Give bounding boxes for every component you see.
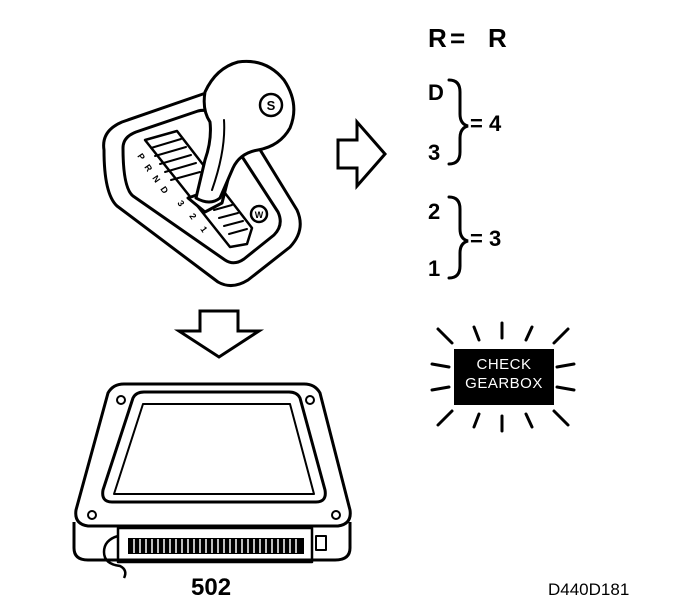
equals-sign: = (450, 23, 466, 53)
selector-base-inner (121, 108, 282, 265)
gear-1-label: 1 (428, 256, 441, 281)
control-module (72, 382, 352, 579)
gate-letter: 2 (187, 211, 198, 221)
gate-letter: N (150, 173, 162, 184)
screw-icon (87, 510, 97, 520)
warning-line1: CHECK (476, 356, 532, 373)
gate-letter: P (135, 151, 147, 162)
figure-code: D440D181 (548, 580, 630, 599)
group1-result: = 4 (470, 111, 502, 136)
button-letter: W (255, 210, 264, 220)
selector-button (249, 204, 269, 224)
screw-icon (116, 395, 126, 405)
gate-letters: P R N D 3 2 1 (135, 151, 209, 234)
module-connector-frame (116, 526, 314, 564)
module-connector-cable (102, 534, 127, 579)
module-lid (101, 390, 327, 504)
warning-line2: GEARBOX (465, 375, 543, 392)
selector-knob (194, 59, 296, 204)
brace-group1 (447, 78, 469, 166)
gear-3-label: 3 (428, 140, 441, 165)
selector-knob-shade (211, 119, 226, 191)
warning-light-rays (430, 321, 576, 433)
group2-result: = 3 (470, 226, 502, 251)
screw-icon (305, 395, 315, 405)
module-connector-tab (315, 535, 327, 551)
module-housing (74, 382, 352, 528)
reverse-right-label: R (488, 23, 507, 53)
gear-selector (102, 59, 302, 287)
knob-s-circle (258, 92, 284, 118)
gear-2-label: 2 (428, 199, 441, 224)
gate-letter: 3 (175, 198, 186, 208)
module-number-label: 502 (191, 574, 232, 601)
selector-gate-slot (143, 129, 254, 249)
knob-letter: S (267, 98, 276, 113)
module-lid-top (113, 403, 315, 495)
gear-d-label: D (428, 80, 444, 105)
gate-letter: D (158, 184, 170, 195)
reverse-left-label: R (428, 23, 447, 53)
screw-icon (331, 510, 341, 520)
arrow-right (336, 118, 387, 190)
arrow-down (173, 309, 265, 359)
selector-gate-ribs (150, 138, 248, 235)
brace-group2 (447, 195, 469, 280)
gate-letter: R (142, 162, 154, 173)
gate-letter: 1 (198, 224, 209, 234)
check-gearbox-warning-light: CHECK GEARBOX (454, 349, 554, 405)
